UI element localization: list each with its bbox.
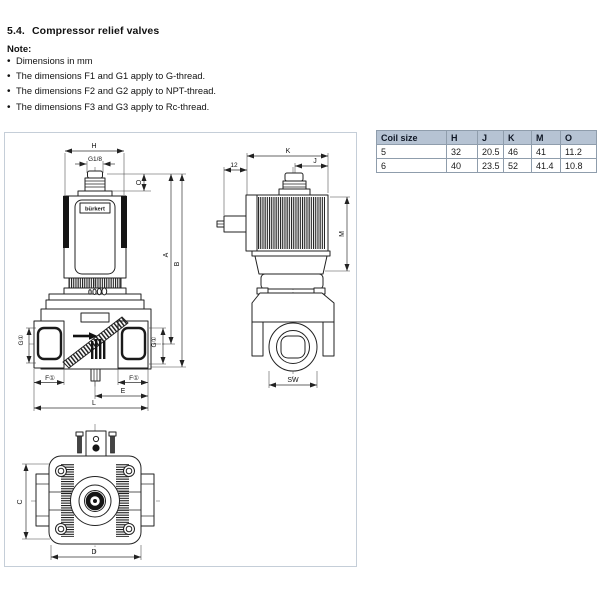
screw-icon (55, 465, 135, 535)
section-heading: 5.4. Compressor relief valves (7, 25, 159, 37)
dim-label-e: E (121, 388, 126, 395)
note-text: The dimensions F1 and G1 apply to G-thre… (16, 71, 206, 82)
table-row: 6 40 23.5 52 41.4 10.8 (376, 158, 597, 173)
cell: 40 (446, 158, 478, 173)
section-number: 5.4. (7, 25, 25, 37)
bullet-icon (7, 86, 16, 97)
dim-label-f-left: F① (45, 374, 55, 382)
note-text: The dimensions F2 and G2 apply to NPT-th… (16, 86, 216, 97)
note-item: The dimensions F2 and G2 apply to NPT-th… (7, 86, 216, 101)
dim-label-m: M (339, 231, 346, 237)
note-text: The dimensions F3 and G3 apply to Rc-thr… (16, 101, 210, 112)
cell: 41.4 (531, 158, 561, 173)
cell: 11.2 (560, 144, 597, 159)
coil-size-table: Coil size H J K M O 5 32 20.5 46 41 11.2… (376, 130, 597, 173)
dim-label-b: B (174, 261, 181, 266)
table-row: 5 32 20.5 46 41 11.2 (376, 144, 597, 159)
col-header: J (477, 130, 504, 145)
front-view-drawing: H G1/8 O A B bürkert (17, 143, 186, 411)
col-header: Coil size (376, 130, 447, 145)
cell: 41 (531, 144, 561, 159)
bullet-icon (7, 102, 16, 113)
section-title: Compressor relief valves (32, 25, 160, 37)
brand-text: bürkert (85, 207, 105, 213)
note-item: The dimensions F1 and G1 apply to G-thre… (7, 71, 216, 86)
dim-label-thread: G1/8 (88, 156, 102, 163)
dim-label-l: L (92, 400, 96, 407)
brand-logo: bürkert (79, 202, 111, 214)
cell: 23.5 (477, 158, 504, 173)
dim-label-o: O (136, 179, 143, 185)
dim-label-g-left: G① (17, 334, 25, 345)
dim-label-j: J (313, 158, 317, 165)
cell: 20.5 (477, 144, 504, 159)
table-header-row: Coil size H J K M O (376, 130, 597, 145)
cell: 32 (446, 144, 478, 159)
bullet-icon (7, 71, 16, 82)
flow-arrow-icon (73, 332, 98, 340)
dim-label-c: C (17, 499, 24, 504)
drawing-frame: H G1/8 O A B bürkert (4, 132, 357, 567)
dim-label-d: D (91, 549, 96, 556)
cell: 6 (376, 158, 447, 173)
dim-label-12: 12 (230, 162, 238, 169)
dim-label-a: A (163, 252, 170, 257)
col-header: O (560, 130, 597, 145)
dim-label-h: H (91, 143, 96, 150)
note-item: Dimensions in mm (7, 56, 216, 71)
col-header: H (446, 130, 478, 145)
note-item: The dimensions F3 and G3 apply to Rc-thr… (7, 102, 216, 117)
cell: 52 (503, 158, 532, 173)
dim-label-k: K (286, 148, 291, 155)
note-text: Dimensions in mm (16, 56, 93, 66)
dim-label-g-right: G① (150, 336, 158, 347)
bottom-view-drawing: C D (17, 424, 160, 560)
col-header: K (503, 130, 532, 145)
col-header: M (531, 130, 561, 145)
cell: 46 (503, 144, 532, 159)
side-view-drawing: K J 12 M (216, 148, 350, 388)
cell: 10.8 (560, 158, 597, 173)
notes-list: Dimensions in mm The dimensions F1 and G… (7, 56, 216, 117)
valve-drawings: H G1/8 O A B bürkert (17, 143, 350, 560)
dim-label-f-right: F① (129, 374, 139, 382)
bullet-icon (7, 56, 16, 67)
note-label: Note: (7, 44, 32, 55)
cell: 5 (376, 144, 447, 159)
dim-label-sw: SW (287, 377, 299, 384)
